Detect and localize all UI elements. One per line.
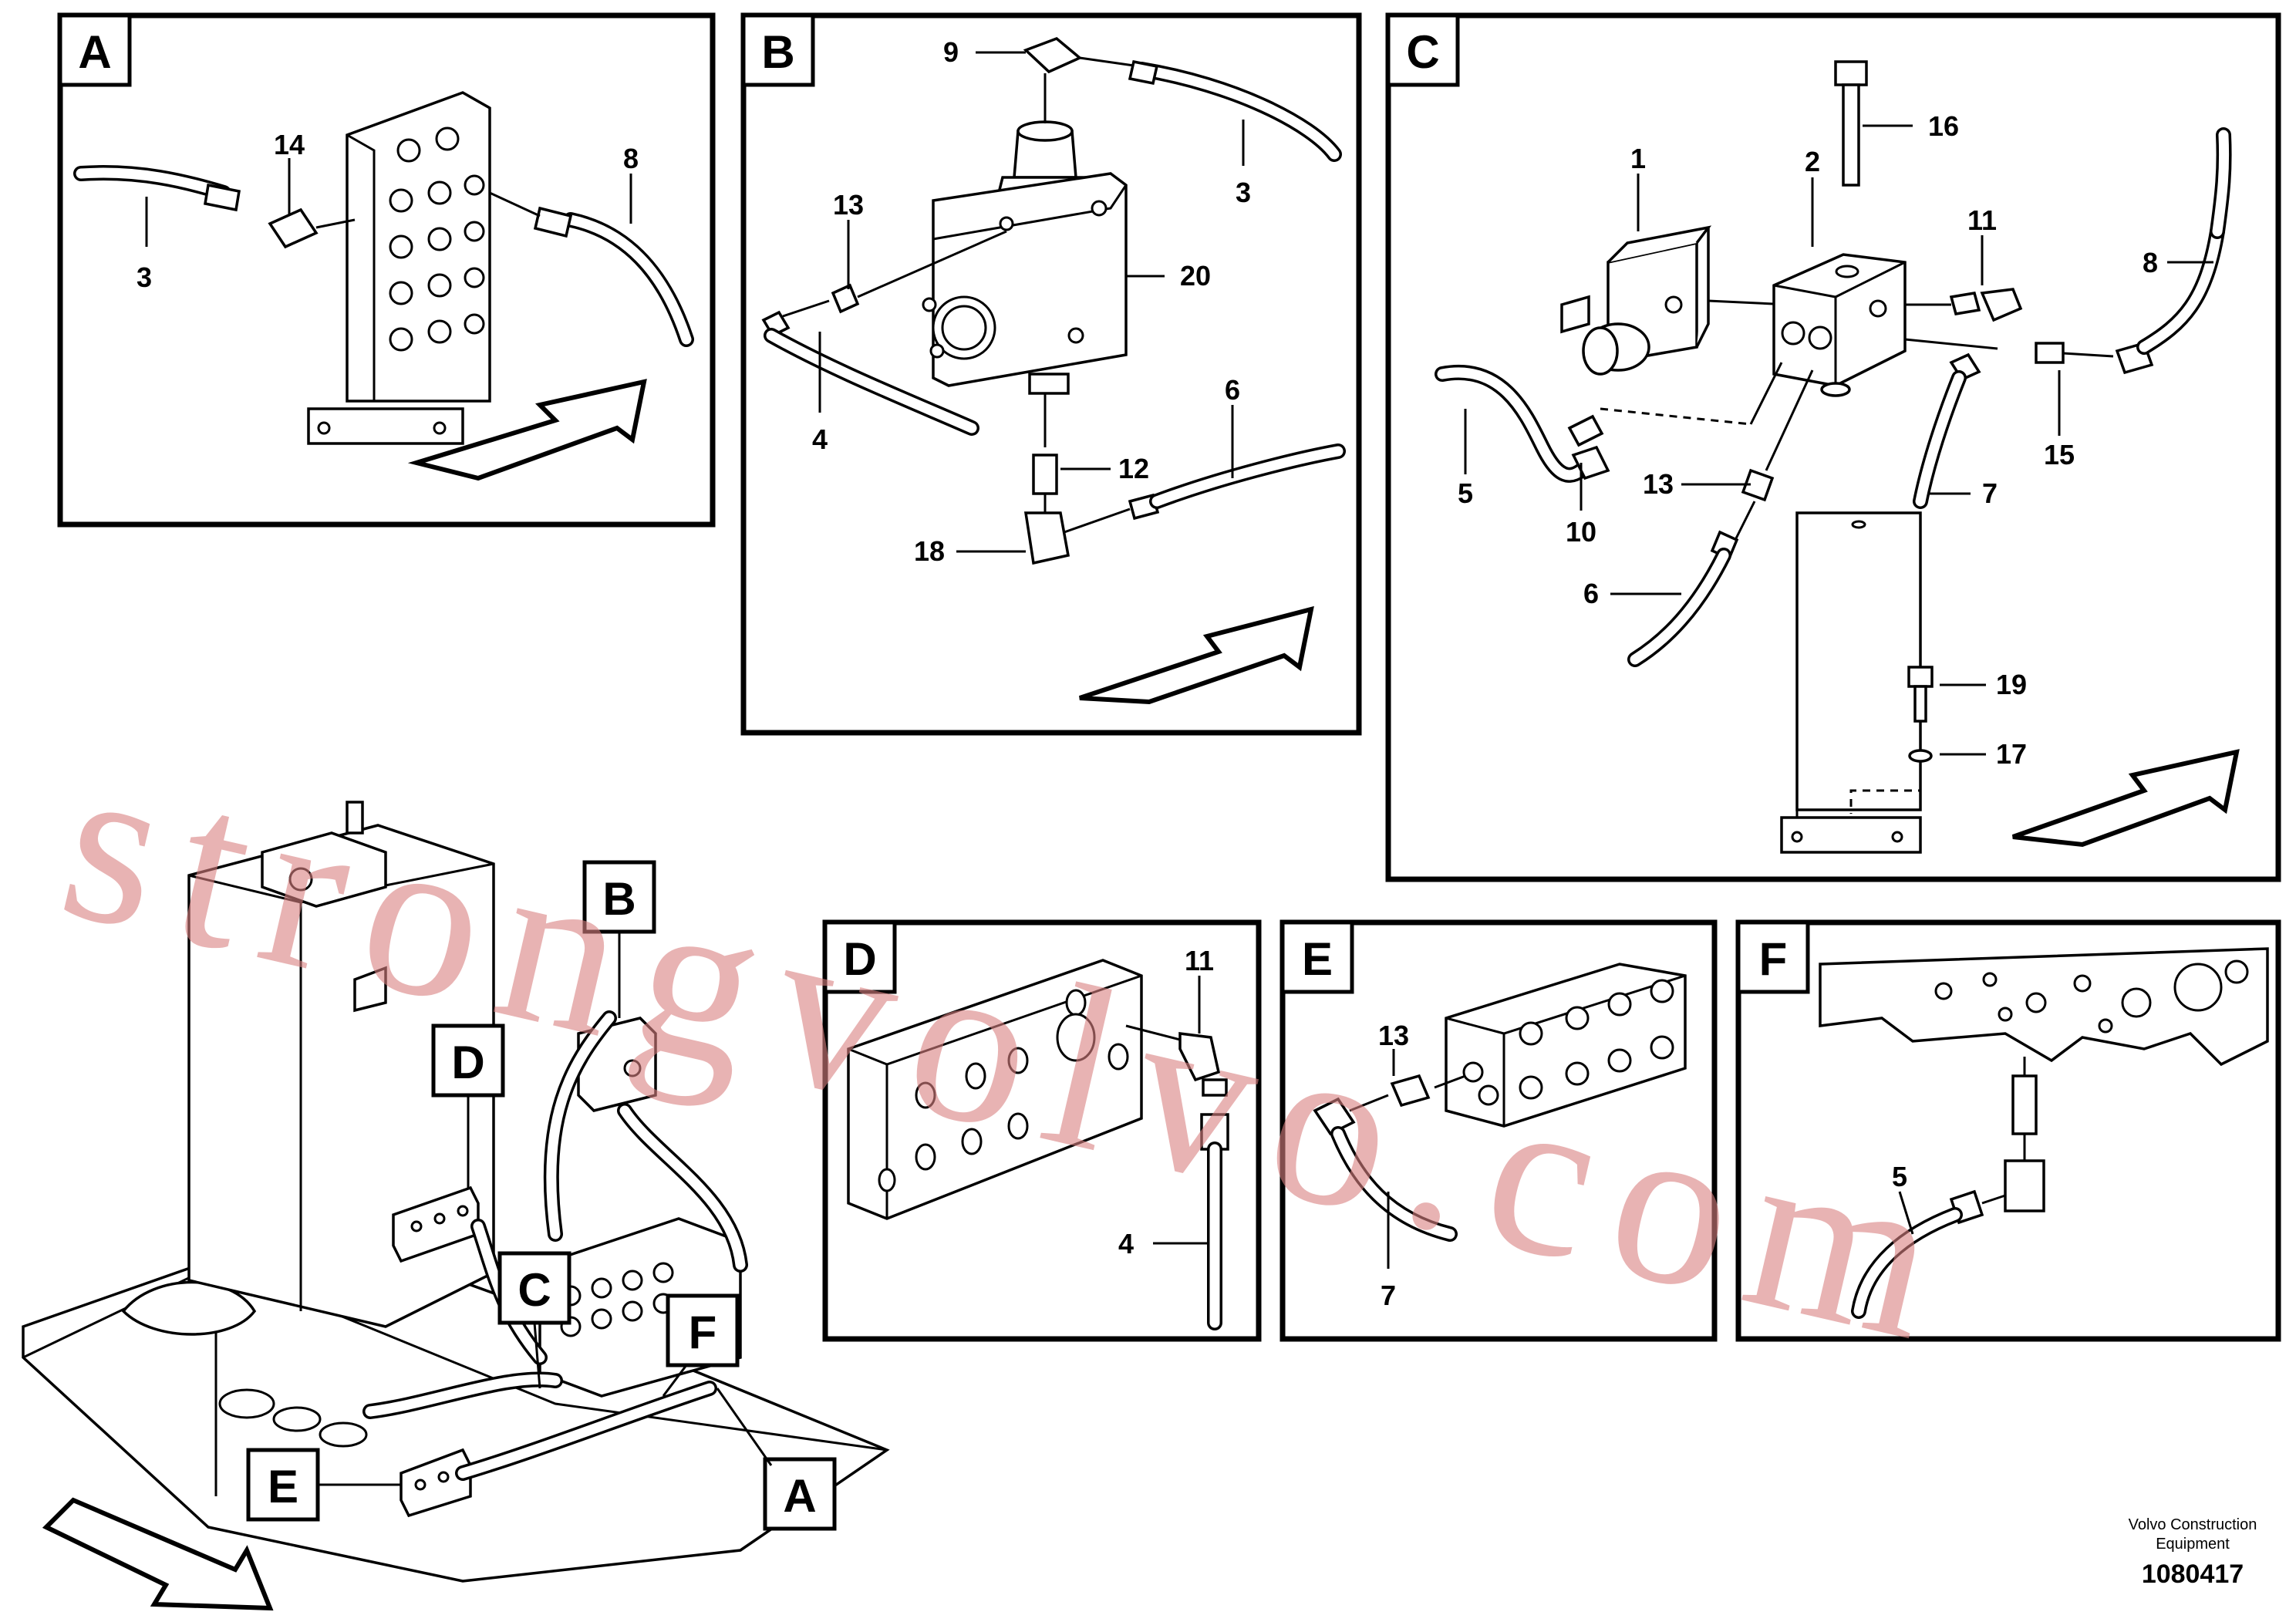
part-label: 20 bbox=[1180, 260, 1211, 292]
svg-text:C: C bbox=[518, 1264, 551, 1316]
part-label: 2 bbox=[1805, 146, 1820, 177]
nipple-fitting bbox=[2011, 1074, 2038, 1135]
elbow-fitting-18 bbox=[1023, 511, 1070, 565]
panel-e-tag: E bbox=[1302, 933, 1333, 985]
overview-callout-a: A bbox=[716, 1388, 837, 1531]
part-label: 3 bbox=[1236, 177, 1251, 208]
control-valve-underside bbox=[1819, 947, 2269, 1067]
part-label: 8 bbox=[2143, 247, 2158, 278]
svg-text:F: F bbox=[689, 1307, 717, 1358]
nipple-fitting-12 bbox=[1032, 454, 1058, 495]
mounting-bracket bbox=[1780, 511, 1922, 854]
footer-company-line2: Equipment bbox=[2156, 1536, 2230, 1553]
mounting-plate bbox=[847, 959, 1143, 1220]
elbow-fitting-11 bbox=[1980, 288, 2023, 322]
part-label: 15 bbox=[2044, 439, 2075, 470]
panel-f-tag: F bbox=[1759, 933, 1788, 985]
part-label: 4 bbox=[1118, 1228, 1134, 1259]
panel-e: E 13 7 bbox=[1279, 919, 1718, 1342]
machine-overview: B D C F E A bbox=[22, 801, 890, 1611]
part-label: 3 bbox=[137, 261, 152, 293]
part-label: 8 bbox=[623, 143, 639, 174]
part-label: 13 bbox=[1378, 1020, 1409, 1051]
panel-a-tag: A bbox=[78, 26, 111, 78]
part-label: 4 bbox=[812, 423, 828, 455]
part-label: 5 bbox=[1892, 1161, 1907, 1192]
tee-fitting bbox=[2004, 1159, 2045, 1212]
part-label: 19 bbox=[1996, 669, 2027, 700]
solenoid-1 bbox=[1560, 225, 1712, 376]
panel-c: C bbox=[1385, 12, 2281, 882]
part-label: 12 bbox=[1118, 453, 1149, 484]
front-direction-arrow bbox=[42, 1497, 274, 1611]
direction-arrow bbox=[2012, 749, 2240, 848]
elbow-fitting-11 bbox=[1178, 1032, 1221, 1082]
direction-arrow bbox=[1079, 605, 1314, 705]
distribution-block bbox=[1445, 963, 1687, 1128]
direction-arrow bbox=[407, 379, 647, 481]
valve-block bbox=[307, 91, 491, 445]
part-label: 11 bbox=[1967, 204, 1997, 236]
svg-text:A: A bbox=[783, 1470, 816, 1522]
svg-text:D: D bbox=[451, 1037, 484, 1088]
part-label: 14 bbox=[274, 129, 305, 160]
panel-d-tag: D bbox=[843, 933, 876, 985]
panel-f: F 5 bbox=[1735, 919, 2281, 1342]
adapter-fitting-13 bbox=[1390, 1074, 1431, 1108]
overview-callout-b: B bbox=[582, 860, 656, 1018]
bolt-16 bbox=[1842, 83, 1860, 187]
part-label: 5 bbox=[1458, 477, 1473, 509]
part-label: 16 bbox=[1928, 110, 1959, 142]
part-label: 7 bbox=[1982, 477, 1998, 509]
overview-callout-c: C bbox=[497, 1251, 571, 1389]
part-label: 11 bbox=[1185, 945, 1214, 976]
part-label: 7 bbox=[1381, 1280, 1396, 1311]
panel-b-tag: B bbox=[761, 26, 794, 78]
overview-callout-e: E bbox=[246, 1448, 401, 1522]
svg-text:E: E bbox=[268, 1461, 298, 1512]
part-label: 10 bbox=[1566, 516, 1596, 548]
adapter-fitting-13 bbox=[831, 283, 860, 314]
overview-callout-f: F bbox=[662, 1293, 740, 1397]
washer-17 bbox=[1908, 749, 1933, 763]
overview-callout-d: D bbox=[431, 1023, 505, 1188]
relief-valve-20 bbox=[922, 120, 1128, 395]
fitting-10 bbox=[1567, 414, 1604, 447]
part-label: 13 bbox=[833, 189, 864, 221]
part-label: 18 bbox=[914, 535, 945, 567]
part-label: 17 bbox=[1996, 738, 2027, 770]
svg-text:B: B bbox=[602, 873, 636, 925]
valve-ports bbox=[389, 126, 485, 352]
part-label: 13 bbox=[1643, 468, 1674, 500]
footer-company-line1: Volvo Construction bbox=[2129, 1516, 2257, 1533]
fitting-15 bbox=[2035, 342, 2065, 364]
document-number: 1080417 bbox=[2142, 1560, 2244, 1589]
part-label: 6 bbox=[1583, 578, 1599, 609]
footer: Volvo Construction Equipment 1080417 bbox=[2129, 1516, 2257, 1589]
part-label: 6 bbox=[1225, 374, 1240, 406]
part-label: 1 bbox=[1630, 143, 1646, 174]
elbow-fitting-14 bbox=[268, 207, 319, 249]
part-label: 9 bbox=[943, 36, 959, 68]
panel-a: A 14 bbox=[57, 12, 716, 528]
bolt-19 bbox=[1907, 666, 1934, 688]
panel-b: B bbox=[740, 12, 1362, 736]
panel-c-tag: C bbox=[1406, 26, 1439, 78]
valve-block-2 bbox=[1772, 253, 1907, 397]
panel-d: D 11 4 bbox=[822, 919, 1262, 1342]
